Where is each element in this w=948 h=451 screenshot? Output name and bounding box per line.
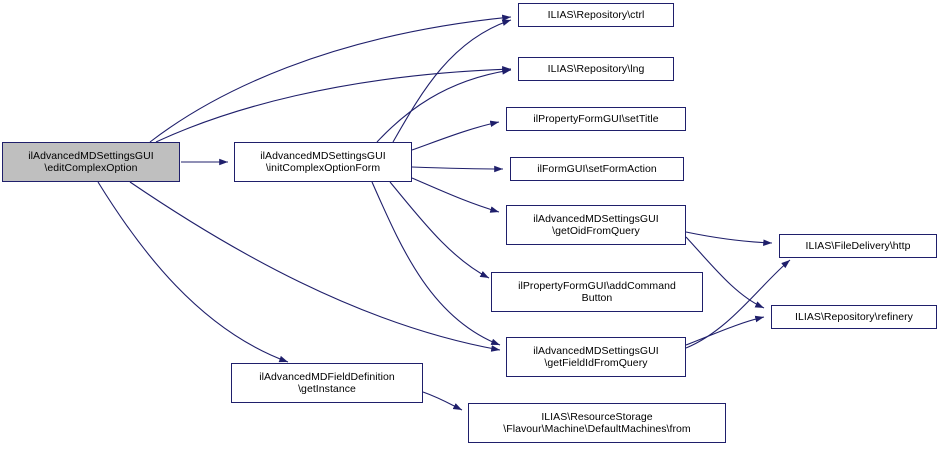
node-form-set-form-action[interactable]: ilFormGUI\setFormAction [510,157,684,181]
node-repository-refinery[interactable]: ILIAS\Repository\refinery [771,305,937,329]
node-edit-complex-option[interactable]: ilAdvancedMDSettingsGUI \editComplexOpti… [2,142,180,182]
node-repository-lng[interactable]: ILIAS\Repository\lng [518,57,674,81]
node-repository-ctrl[interactable]: ILIAS\Repository\ctrl [518,3,674,27]
node-get-oid-from-query[interactable]: ilAdvancedMDSettingsGUI \getOidFromQuery [506,205,686,245]
node-get-field-id-from-query[interactable]: ilAdvancedMDSettingsGUI \getFieldIdFromQ… [506,337,686,377]
node-property-form-set-title[interactable]: ilPropertyFormGUI\setTitle [506,107,686,131]
node-default-machines-from[interactable]: ILIAS\ResourceStorage \Flavour\Machine\D… [468,403,726,443]
node-add-command-button[interactable]: ilPropertyFormGUI\addCommand Button [491,272,703,312]
node-field-definition-get-instance[interactable]: ilAdvancedMDFieldDefinition \getInstance [231,363,423,403]
node-init-complex-option-form[interactable]: ilAdvancedMDSettingsGUI \initComplexOpti… [234,142,412,182]
node-file-delivery-http[interactable]: ILIAS\FileDelivery\http [779,234,937,258]
